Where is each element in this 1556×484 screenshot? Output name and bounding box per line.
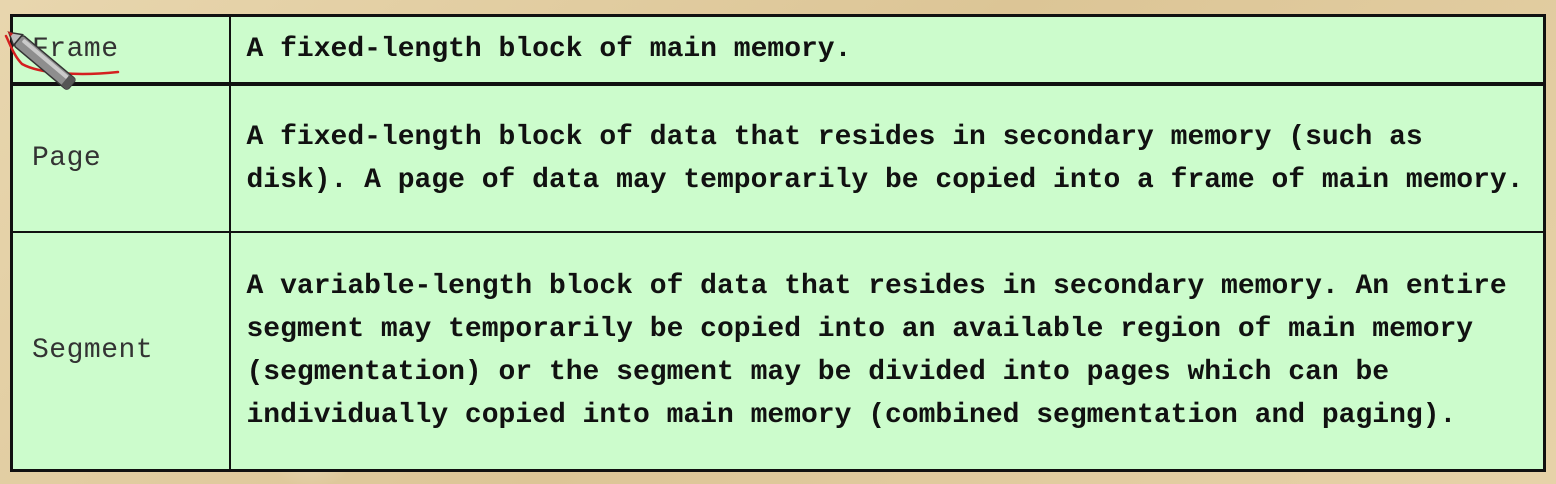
description-page: A fixed-length block of data that reside… [228, 83, 1546, 233]
table-row-page: Page A fixed-length block of data that r… [10, 83, 1546, 233]
table-row-frame: Frame A fixed-length block of main memor… [10, 14, 1546, 87]
definitions-table: Frame A fixed-length block of main memor… [10, 14, 1546, 472]
description-frame: A fixed-length block of main memory. [228, 14, 1546, 87]
description-segment: A variable-length block of data that res… [228, 230, 1546, 472]
table-row-segment: Segment A variable-length block of data … [10, 230, 1546, 472]
term-segment: Segment [10, 230, 231, 472]
term-frame: Frame [10, 14, 231, 87]
term-page: Page [10, 83, 231, 233]
